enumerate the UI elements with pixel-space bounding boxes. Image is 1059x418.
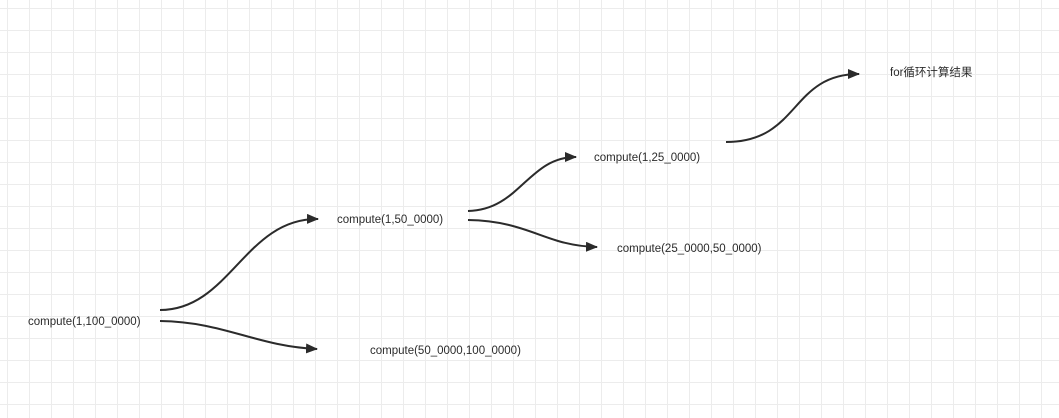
node-result-label: for循环计算结果 xyxy=(890,67,973,79)
edge-left-half-to-left-quarter xyxy=(467,152,577,212)
node-left-half-label: compute(1,50_0000) xyxy=(337,214,444,226)
edge-root-to-left-half xyxy=(159,213,319,311)
node-right-half-label: compute(50_0000,100_0000) xyxy=(370,345,521,357)
node-second-quarter-label: compute(25_0000,50_0000) xyxy=(617,243,762,255)
node-root-label: compute(1,100_0000) xyxy=(28,316,141,328)
edge-root-to-right-half xyxy=(159,320,318,354)
edge-left-quarter-to-result xyxy=(725,69,860,143)
node-left-quarter-label: compute(1,25_0000) xyxy=(594,152,701,164)
edge-left-half-to-second-quarter xyxy=(467,219,598,252)
